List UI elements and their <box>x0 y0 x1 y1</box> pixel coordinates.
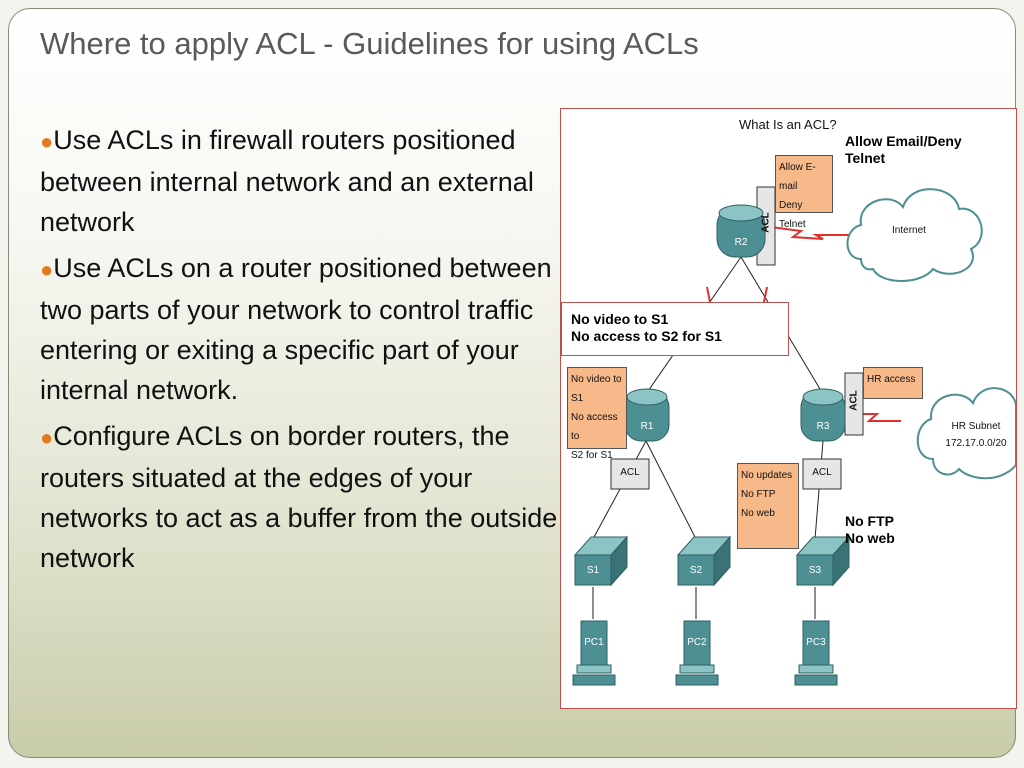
annotation-line: No FTP <box>845 513 894 529</box>
acl-box-r1 <box>610 458 650 490</box>
note-line: Deny Telnet <box>779 200 806 230</box>
bullet-dot-icon: ● <box>40 257 54 282</box>
internet-cloud-label: Internet <box>892 225 926 236</box>
switch-label-s2: S2 <box>689 565 703 576</box>
acl-label-r1: ACL <box>620 467 640 478</box>
router-r1-icon <box>624 388 670 442</box>
hr-subnet-address: 172.17.0.0/20 <box>945 438 1007 449</box>
router-r2-icon <box>716 204 766 258</box>
pc3-icon <box>794 620 838 686</box>
bullet-item: ●Use ACLs in firewall routers positioned… <box>40 120 560 242</box>
router-icons <box>624 204 846 442</box>
router-label-r1: R1 <box>640 421 654 432</box>
acl-label-r3-hr: ACL <box>848 390 860 411</box>
bullet-text: Use ACLs on a router positioned between … <box>40 253 552 405</box>
bullet-item: ●Configure ACLs on border routers, the r… <box>40 416 560 578</box>
note-line: HR access <box>867 374 916 385</box>
serial-link-internet <box>770 226 853 240</box>
router-r3-icon <box>800 388 846 442</box>
pc1-icon <box>572 620 616 686</box>
switch-s3-icon <box>795 535 851 587</box>
pc-label-pc2: PC2 <box>687 637 707 648</box>
annotation-line: No video to S1 <box>571 311 669 327</box>
note-r1: No video to S1 No access to S2 for S1 <box>567 367 627 461</box>
link-r1-s2 <box>645 440 697 540</box>
router-label-r2: R2 <box>734 237 748 248</box>
note-line: S2 for S1 <box>571 450 613 461</box>
switch-label-s3: S3 <box>808 565 822 576</box>
annotation-no-ftp: No FTP No web <box>845 513 895 547</box>
network-diagram-svg <box>572 186 1016 686</box>
note-r2: Allow E-mail Deny Telnet <box>775 155 833 230</box>
pc2-icon <box>675 620 719 686</box>
switch-s1-icon <box>573 535 629 587</box>
acl-label-r3: ACL <box>812 467 832 478</box>
annotation-no-video: No video to S1 No access to S2 for S1 <box>571 311 722 345</box>
switch-label-s1: S1 <box>586 565 600 576</box>
hr-subnet-cloud-icon <box>916 387 1016 480</box>
note-line: Allow E-mail <box>779 162 816 192</box>
bullet-text: Configure ACLs on border routers, the ro… <box>40 421 558 573</box>
connection-lines <box>592 256 824 619</box>
callout-box-middle <box>561 302 789 356</box>
bullet-item: ●Use ACLs on a router positioned between… <box>40 248 560 410</box>
annotation-allow-email: Allow Email/Deny Telnet <box>845 133 962 167</box>
note-line: No updates <box>741 470 793 481</box>
note-line: No access to <box>571 412 618 442</box>
note-line: No video to S1 <box>571 374 622 404</box>
annotation-line: Allow Email/Deny <box>845 133 962 149</box>
bullet-dot-icon: ● <box>40 129 54 154</box>
annotation-line: No web <box>845 530 895 546</box>
annotation-line: No access to S2 for S1 <box>571 328 722 344</box>
bullet-text: Use ACLs in firewall routers positioned … <box>40 125 534 237</box>
pc-label-pc1: PC1 <box>584 637 604 648</box>
acl-box-r3 <box>802 458 842 490</box>
link-r1-s1 <box>592 440 647 540</box>
diagram-heading: What Is an ACL? <box>739 117 837 132</box>
pc-icons <box>572 620 838 686</box>
pc-label-pc3: PC3 <box>806 637 826 648</box>
internet-cloud-icon <box>846 188 983 282</box>
annotation-line: Telnet <box>845 150 886 166</box>
note-line: No web <box>741 508 775 519</box>
note-r3-lan: No updates No FTP No web <box>737 463 799 549</box>
hr-subnet-label: HR Subnet 172.17.0.0/20 <box>941 421 1011 449</box>
link-r3-s3 <box>814 440 824 540</box>
note-r3-hr: HR access <box>863 367 923 399</box>
bullet-list: ●Use ACLs in firewall routers positioned… <box>40 120 560 584</box>
switch-s2-icon <box>676 535 732 587</box>
acl-label-r2: ACL <box>760 212 772 233</box>
acl-diagram: What Is an ACL? Allow Email/Deny Telnet … <box>560 108 1017 709</box>
hr-subnet-name: HR Subnet <box>951 421 1001 432</box>
note-line: No FTP <box>741 489 776 500</box>
router-label-r3: R3 <box>816 421 830 432</box>
slide-title: Where to apply ACL - Guidelines for usin… <box>40 26 699 61</box>
bullet-dot-icon: ● <box>40 425 54 450</box>
switch-icons <box>573 535 851 587</box>
